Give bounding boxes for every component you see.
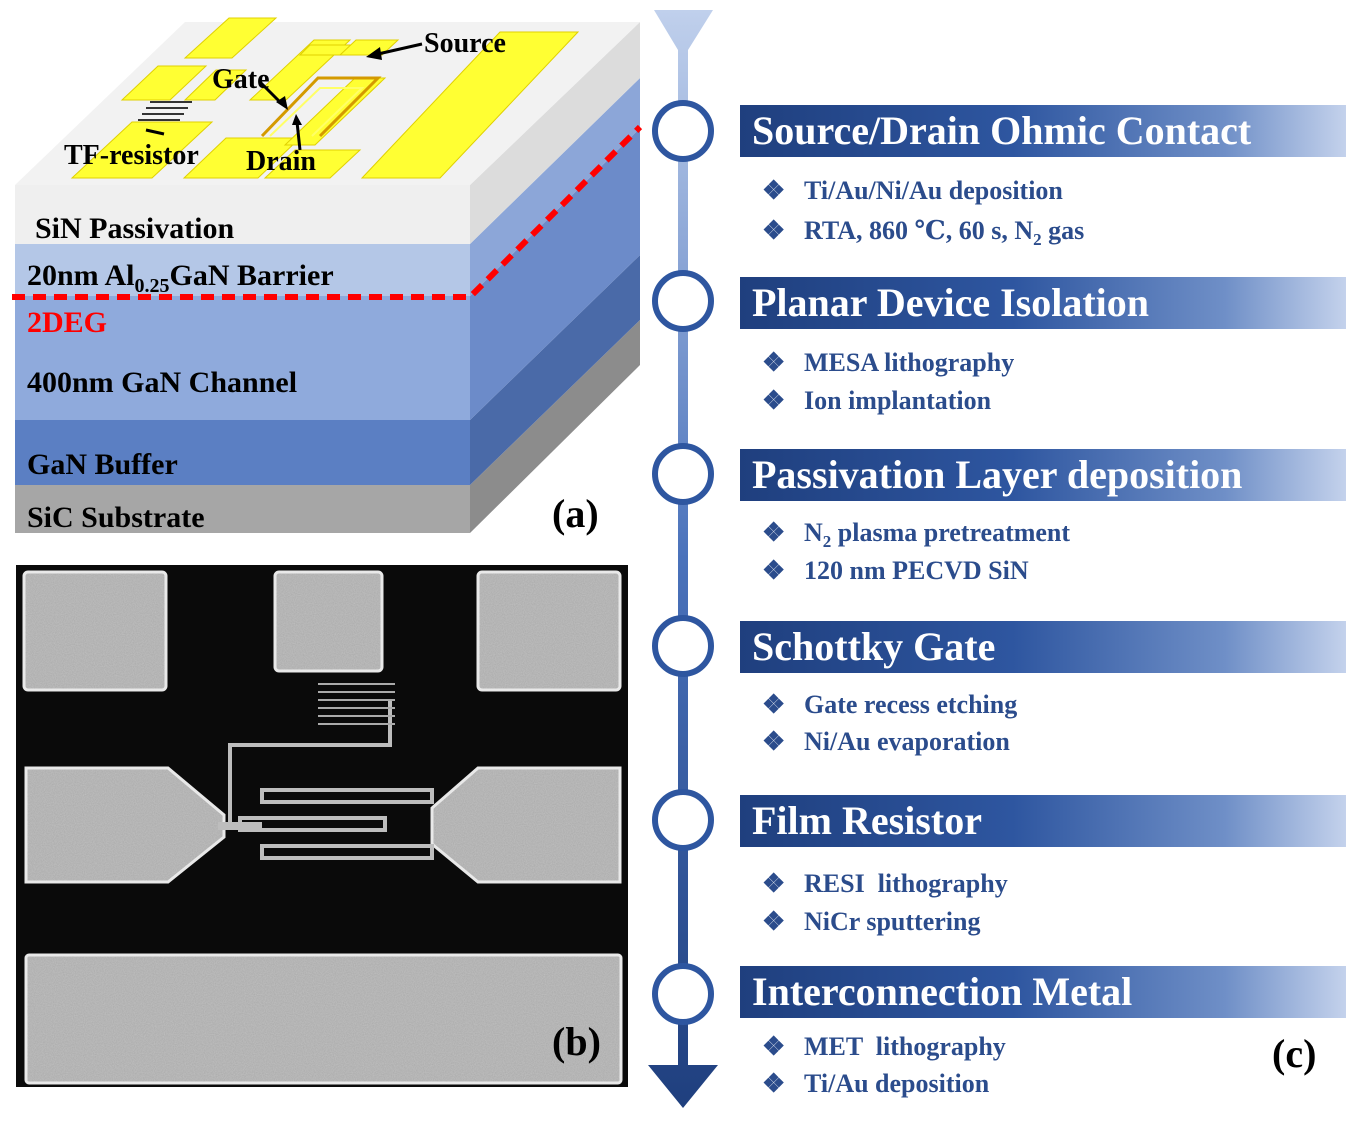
tf-resistor-icon [138, 101, 192, 121]
arrow-heads [276, 47, 382, 125]
gate-finger [260, 76, 382, 138]
channel-front [15, 296, 470, 420]
barrier-post: GaN Barrier [170, 259, 334, 292]
drain-finger [269, 87, 365, 137]
callout-arrows [145, 42, 423, 151]
bullet-interconnect-1: ❖MET lithography [762, 1032, 1006, 1061]
drain-label: Drain [246, 146, 316, 177]
substrate-layer-label: SiC Substrate [27, 501, 205, 534]
bullet-diamond-icon: ❖ [762, 869, 786, 898]
sem-device-structures [218, 700, 434, 860]
buffer-front [15, 420, 470, 485]
metal-pads [70, 17, 580, 179]
bullet-resistor-2: ❖NiCr sputtering [762, 907, 981, 936]
step-title-schottky-gate: Schottky Gate [740, 621, 1346, 673]
sin-layer-label: SiN Passivation [35, 212, 235, 245]
panel-label-c: (c) [1272, 1031, 1317, 1076]
bullet-isolation-1: ❖MESA lithography [762, 348, 1015, 377]
barrier-layer-label: 20nm Al0.25GaN Barrier [27, 259, 334, 297]
2deg-line [12, 124, 643, 300]
bullet-gate-1: ❖Gate recess etching [762, 690, 1018, 719]
channel-layer-label: 400nm GaN Channel [27, 366, 297, 399]
bullet-diamond-icon: ❖ [762, 727, 786, 756]
bullet-diamond-icon: ❖ [762, 176, 786, 205]
bullet-diamond-icon: ❖ [762, 1032, 786, 1061]
bullet-ohmic-1: ❖Ti/Au/Ni/Au deposition [762, 176, 1063, 205]
buffer-side [470, 255, 640, 485]
bullet-diamond-icon: ❖ [762, 907, 786, 936]
panel-label-a: (a) [552, 491, 599, 536]
bullet-passivation-1: ❖N2 plasma pretreatment [762, 518, 1071, 552]
bullet-diamond-icon: ❖ [762, 348, 786, 377]
device-structure-diagram: Source Gate Drain TF-resistor SiN Passiv… [12, 17, 643, 534]
channel-side [470, 128, 640, 420]
bullet-diamond-icon: ❖ [762, 690, 786, 719]
bullet-gate-2: ❖Ni/Au evaporation [762, 727, 1010, 756]
barrier-front [15, 244, 470, 296]
step-title-ohmic-contact: Source/Drain Ohmic Contact [740, 105, 1346, 157]
bullet-interconnect-2: ❖Ti/Au deposition [762, 1069, 990, 1098]
source-label: Source [424, 28, 506, 59]
substrate-side [470, 320, 640, 533]
step-title-passivation: Passivation Layer deposition [740, 449, 1346, 501]
buffer-layer-label: GaN Buffer [27, 448, 178, 481]
process-timeline-arrow [648, 10, 718, 1108]
sem-pad-texture [24, 572, 621, 1083]
step-title-device-isolation: Planar Device Isolation [740, 277, 1346, 329]
substrate-front [15, 485, 470, 533]
barrier-side [470, 78, 640, 296]
2deg-label: 2DEG [27, 306, 107, 339]
sin-side [470, 22, 640, 244]
barrier-pre: 20nm Al [27, 259, 135, 292]
bullet-resistor-1: ❖RESI lithography [762, 869, 1008, 898]
bullet-diamond-icon: ❖ [762, 1069, 786, 1098]
panel-label-b: (b) [552, 1019, 601, 1064]
sin-front [15, 185, 470, 244]
tf-resistor-label: TF-resistor [64, 140, 199, 171]
bullet-isolation-2: ❖Ion implantation [762, 386, 992, 415]
bullet-diamond-icon: ❖ [762, 386, 786, 415]
bullet-diamond-icon: ❖ [762, 216, 786, 245]
bullet-passivation-2: ❖120 nm PECVD SiN [762, 556, 1029, 585]
timeline-circles [652, 100, 714, 1025]
sem-tf-resistor [318, 683, 395, 725]
barrier-sub: 0.25 [135, 275, 170, 297]
step-title-interconnection: Interconnection Metal [740, 966, 1346, 1018]
sem-micrograph [16, 565, 628, 1087]
bullet-diamond-icon: ❖ [762, 518, 786, 547]
bullet-ohmic-2: ❖RTA, 860 ℃, 60 s, N2 gas [762, 216, 1085, 250]
bullet-diamond-icon: ❖ [762, 556, 786, 585]
gate-label: Gate [212, 64, 270, 95]
step-title-film-resistor: Film Resistor [740, 795, 1346, 847]
